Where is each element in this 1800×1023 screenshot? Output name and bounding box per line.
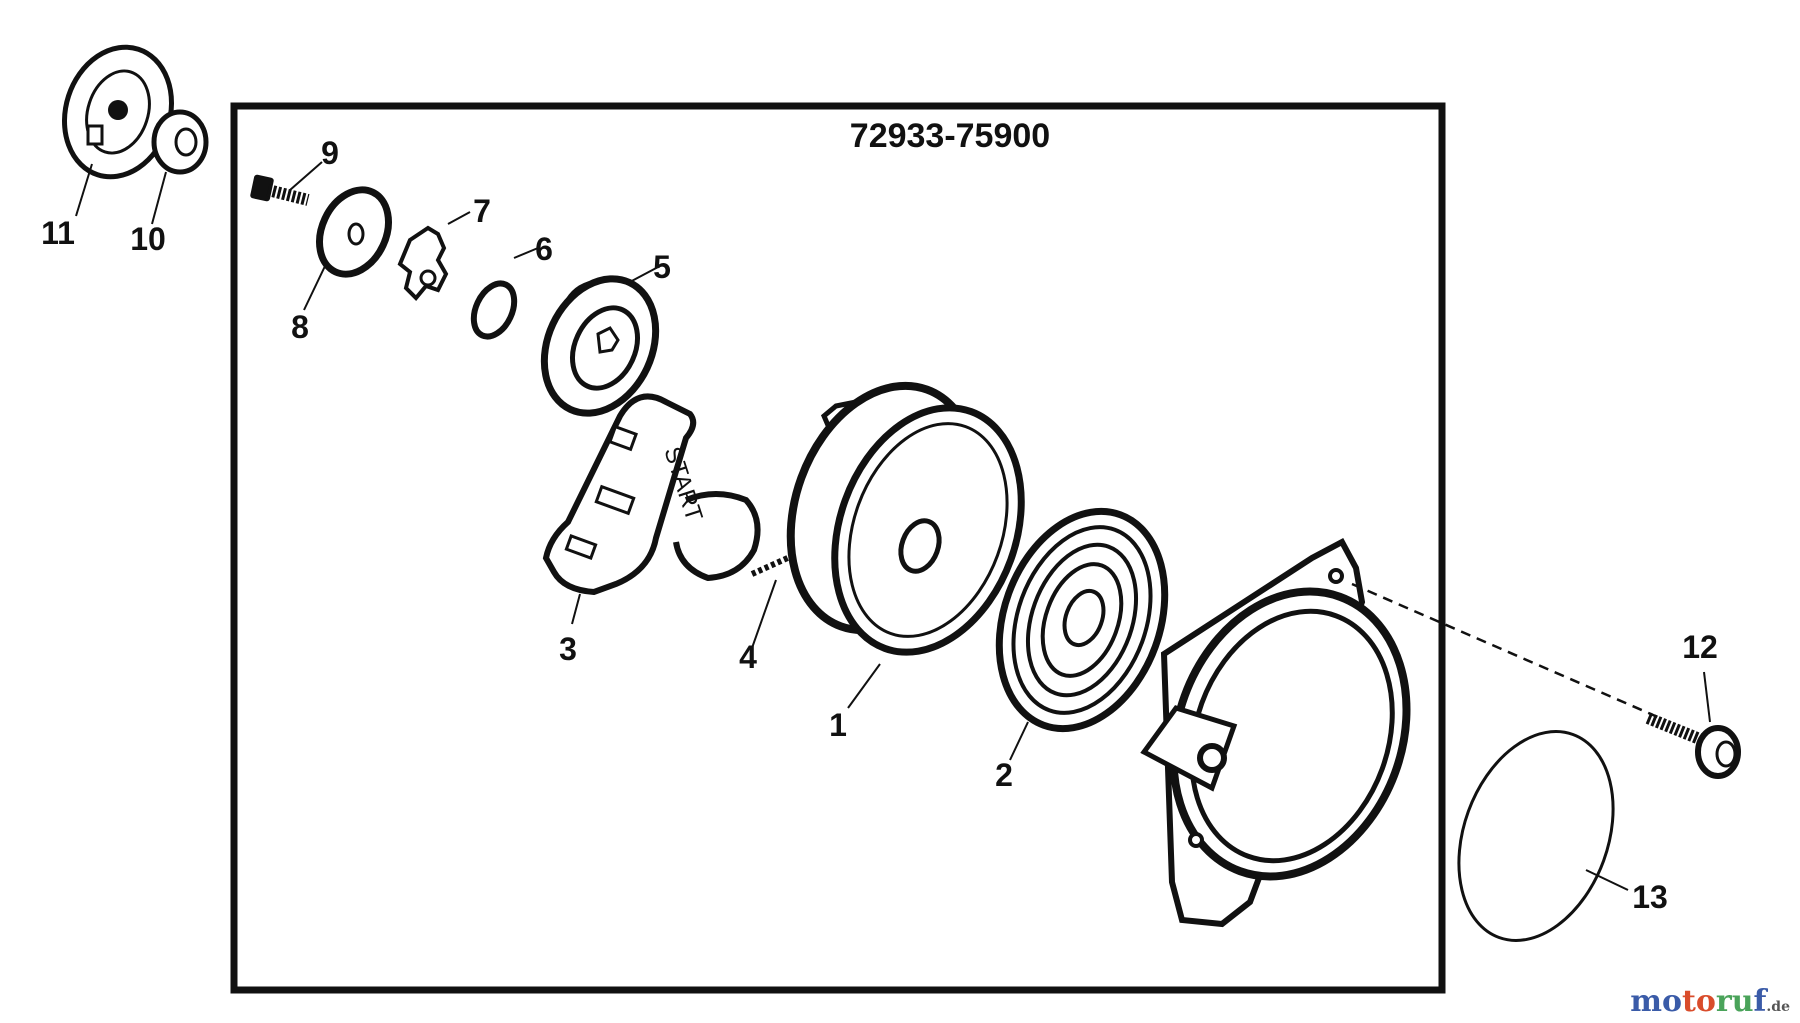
diagram-frame (230, 102, 1446, 994)
diagram-title: 72933-75900 (850, 117, 1050, 155)
part-13-gasket (1457, 730, 1615, 942)
part-11-flange (62, 44, 174, 180)
part-1-reel (786, 381, 1025, 656)
part-2-spring (995, 507, 1169, 733)
callout-7: 7 (473, 193, 491, 229)
callout-2: 2 (995, 757, 1013, 793)
callout-5: 5 (653, 249, 671, 285)
callout-3: 3 (559, 631, 577, 667)
starter-housing (1140, 537, 1411, 928)
callout-12: 12 (1682, 629, 1718, 665)
part-12-screw (1645, 712, 1741, 779)
callout-13: 13 (1632, 879, 1668, 915)
callout-9: 9 (321, 135, 339, 171)
part-7-ratchet (397, 225, 449, 301)
callout-1: 1 (829, 707, 847, 743)
assembly-line (1351, 582, 1661, 720)
part-3-start-handle: START (542, 393, 761, 596)
callout-6: 6 (535, 231, 553, 267)
callout-11: 11 (41, 215, 75, 251)
part-10-nut (151, 109, 209, 175)
part-8-washer (316, 186, 392, 278)
part-9-bolt (250, 174, 310, 206)
callout-4: 4 (739, 639, 757, 675)
callout-8: 8 (291, 309, 309, 345)
leader-lines (75, 161, 1711, 891)
part-6-spring-clip (470, 280, 518, 340)
part-5-pulley (540, 275, 660, 417)
callout-10: 10 (130, 221, 166, 257)
watermark-logo: motoruf.de (1630, 984, 1790, 1019)
